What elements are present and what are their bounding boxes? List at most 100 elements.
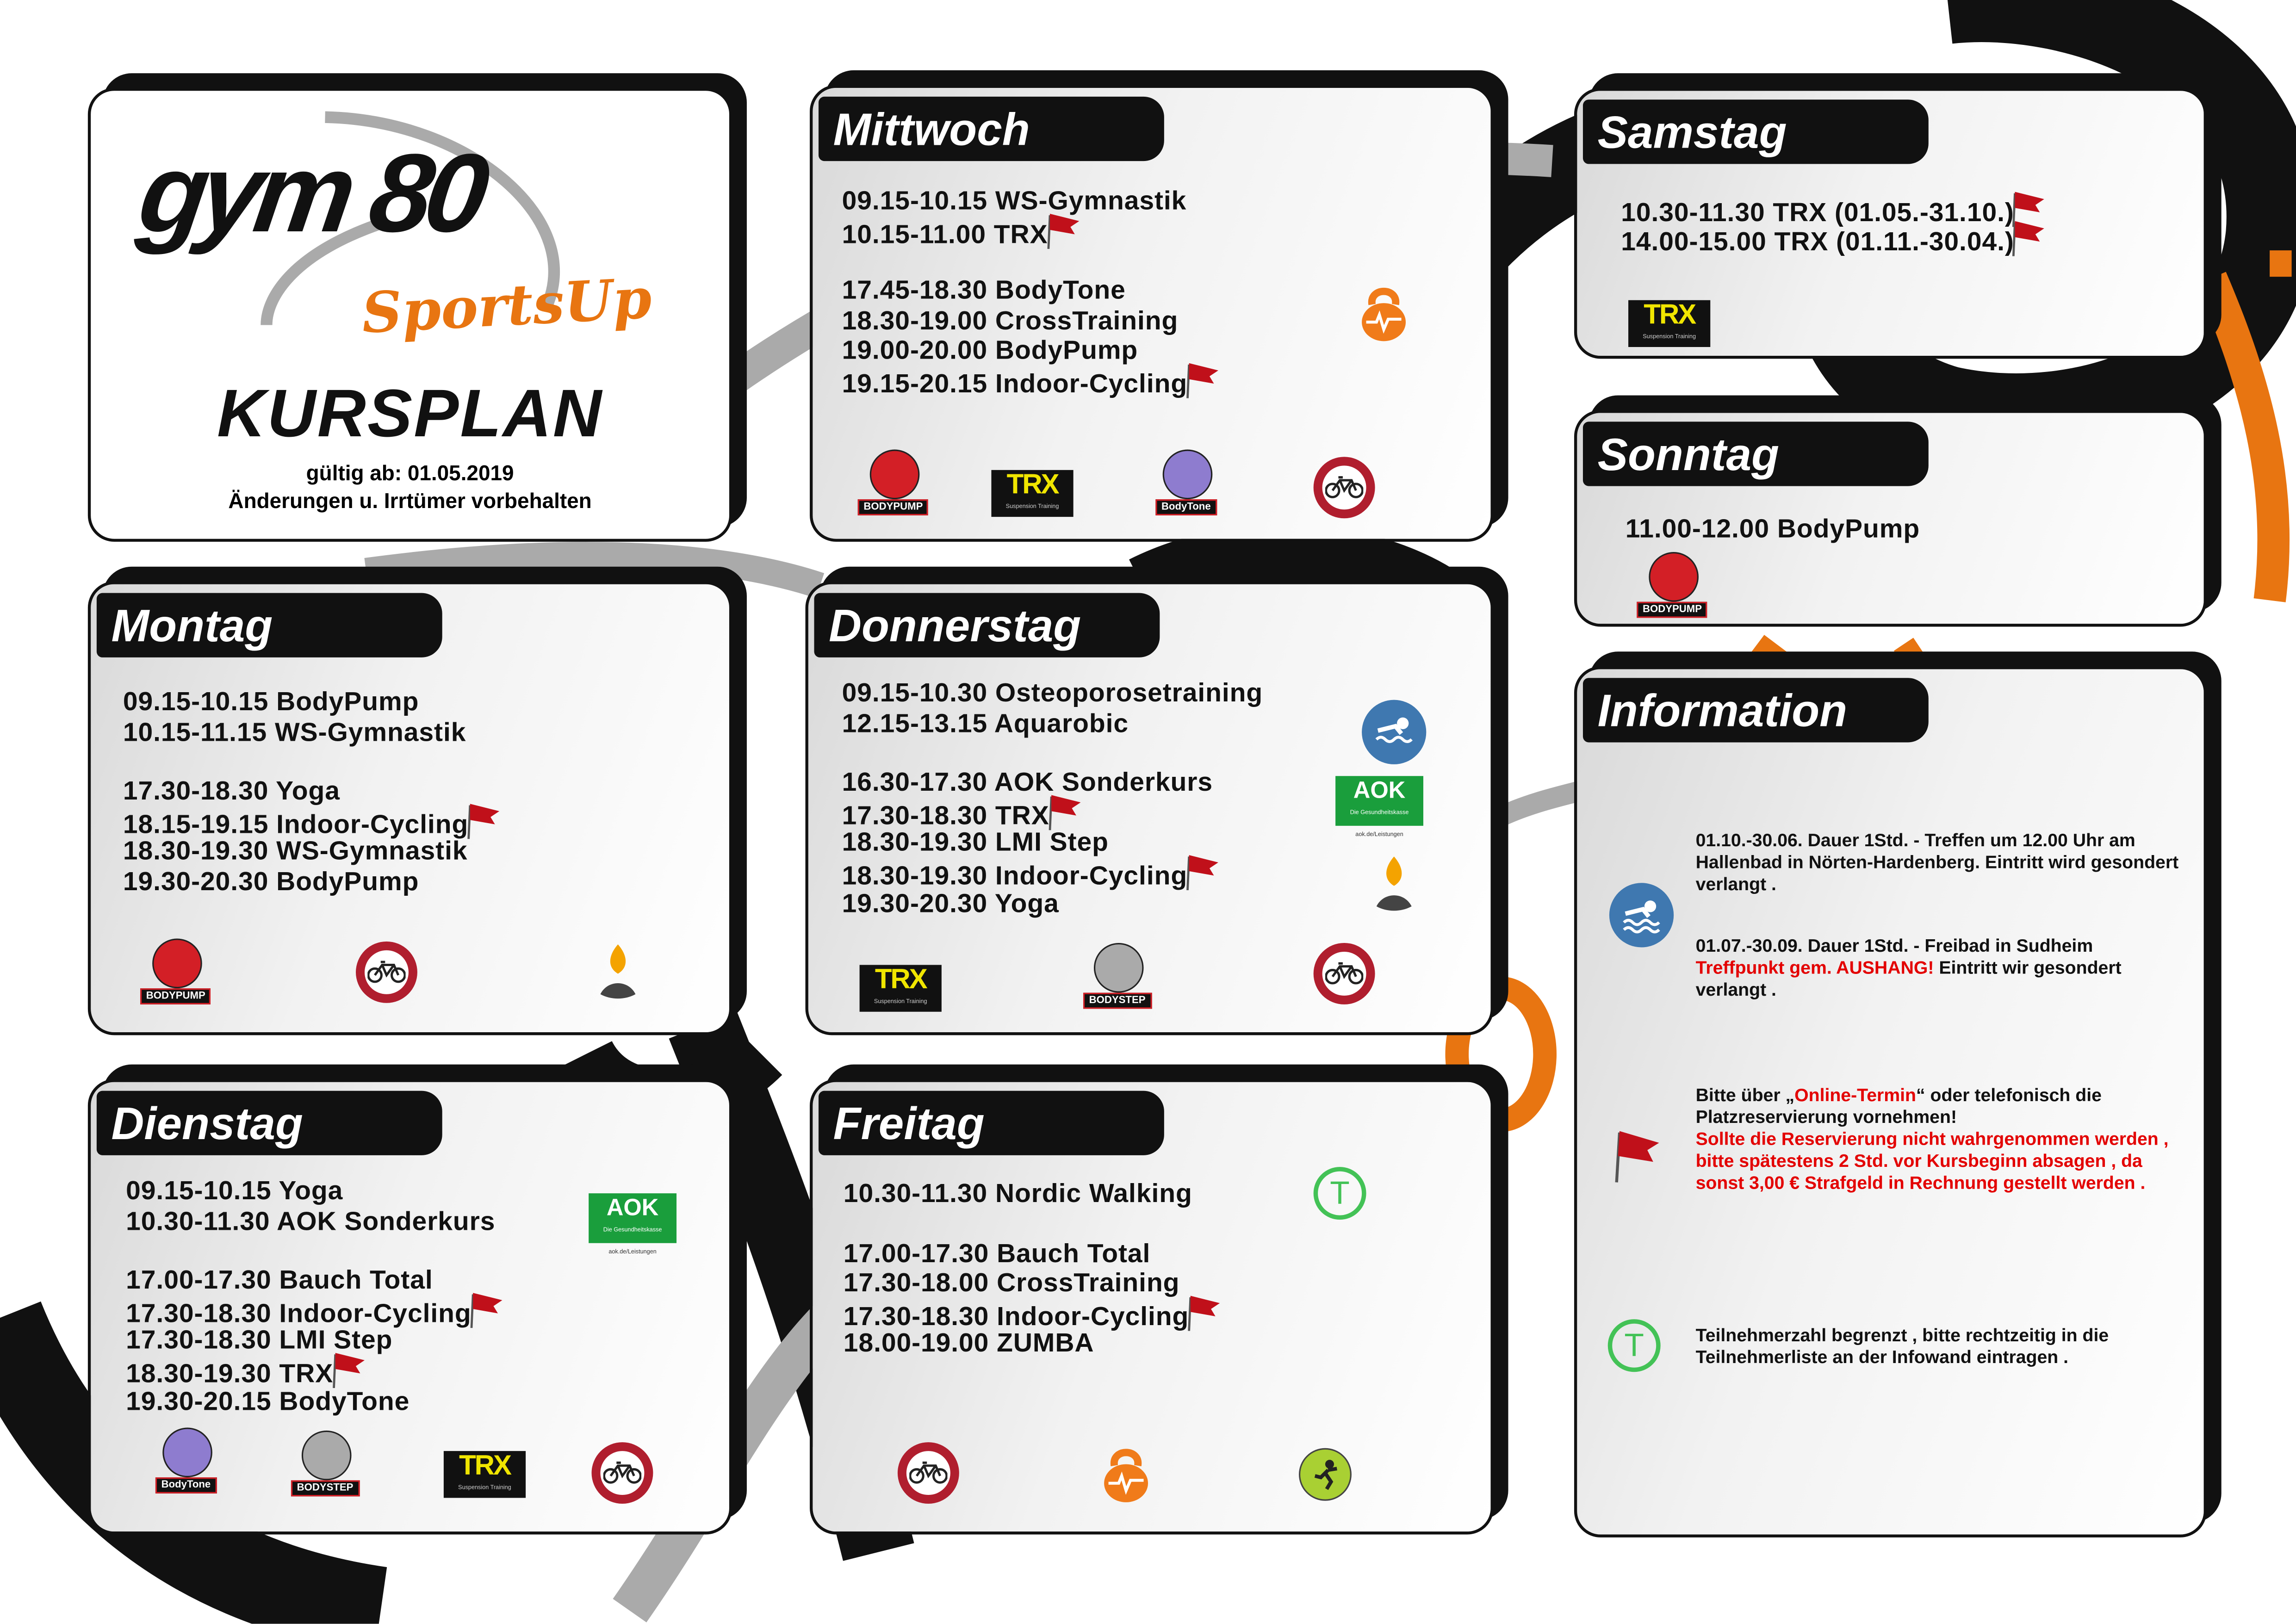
- course-entry: 18.30-19.30 TRX: [126, 1352, 503, 1388]
- trx-label: TRX: [1644, 300, 1696, 331]
- day-title: Donnerstag: [829, 600, 1081, 652]
- course-entry: 10.30-11.30 TRX (01.05.-31.10.): [1621, 192, 2046, 227]
- reservation-flag-icon: [1186, 1295, 1221, 1331]
- panel-card: Information 01.10.-30.06. Dauer 1Std. - …: [1574, 666, 2207, 1537]
- course-list: 10.30-11.30 TRX (01.05.-31.10.)14.00-15.…: [1621, 192, 2046, 256]
- panel-title: Information: [1597, 685, 1848, 737]
- panel-header: Samstag: [1582, 99, 1929, 164]
- course-entry: 17.30-18.30 Indoor-Cycling: [843, 1295, 1221, 1331]
- course-text: 18.30-19.00 CrossTraining: [842, 305, 1179, 335]
- info-swim-winter: 01.10.-30.06. Dauer 1Std. - Treffen um 1…: [1695, 830, 2179, 895]
- day-title: Montag: [111, 600, 273, 652]
- trx-sub: Suspension Training: [1643, 332, 1696, 340]
- reservation-flag-icon: [2011, 221, 2046, 256]
- swimming-icon: [1609, 883, 1674, 948]
- aok-label: AOK: [606, 1196, 659, 1221]
- trx-label: TRX: [875, 965, 928, 996]
- bodystep-logo: BODYSTEP: [283, 1430, 368, 1498]
- panel-header: Information: [1582, 678, 1929, 743]
- panel-header: Mittwoch: [819, 96, 1164, 161]
- valid-date: gültig ab: 01.05.2019: [306, 463, 514, 486]
- logo-panel: gym 80 SportsUp KURSPLAN gültig ab: 01.0…: [87, 73, 747, 542]
- trx-sub: Suspension Training: [458, 1483, 511, 1491]
- info-participants: Teilnehmerzahl begrenzt , bitte rechtzei…: [1695, 1325, 2109, 1368]
- course-text: 17.30-18.30 Indoor-Cycling: [843, 1301, 1189, 1331]
- course-entry: 11.00-12.00 BodyPump: [1626, 514, 1920, 544]
- course-entry: 14.00-15.00 TRX (01.11.-30.04.): [1621, 221, 2046, 256]
- aok-link: aok.de/Leistungen: [1355, 830, 1403, 838]
- kettlebell-icon: [1101, 1445, 1151, 1504]
- logo-swoosh: [261, 111, 560, 325]
- reservation-flag-icon: [330, 1352, 366, 1388]
- course-text: 09.15-10.15 WS-Gymnastik: [842, 186, 1187, 216]
- swimming-icon: [1362, 700, 1427, 764]
- indoor-cycling-icon: [355, 941, 417, 1003]
- course-text: 10.15-11.15 WS-Gymnastik: [123, 717, 466, 746]
- indoor-cycling-icon: [591, 1442, 653, 1504]
- kettlebell-icon: [1359, 284, 1409, 343]
- day-title: Samstag: [1597, 107, 1787, 158]
- reservation-flag-icon: [1185, 363, 1220, 398]
- course-text: 10.30-11.30 TRX (01.05.-31.10.): [1621, 198, 2014, 227]
- course-entry: 18.30-19.30 Indoor-Cycling: [842, 855, 1263, 890]
- online-termin-link[interactable]: Online-Termin: [1794, 1085, 1917, 1106]
- panel-card: gym 80 SportsUp KURSPLAN gültig ab: 01.0…: [87, 87, 732, 542]
- panel-header: Freitag: [819, 1091, 1164, 1155]
- bodytone-label: BodyTone: [1155, 499, 1217, 515]
- day-panel-samstag: Samstag 10.30-11.30 TRX (01.05.-31.10.)14…: [1574, 73, 2222, 359]
- logo-brand: gym 80: [132, 131, 489, 256]
- info-res-a: Bitte über „: [1695, 1085, 1795, 1106]
- bodystep-label: BODYSTEP: [1083, 992, 1152, 1009]
- aok-sub: Die Gesundheitskasse: [603, 1225, 662, 1233]
- course-text: 18.30-19.30 WS-Gymnastik: [123, 837, 468, 866]
- day-panel-donnerstag: Donnerstag 09.15-10.30 Osteoporosetrainin…: [805, 566, 1508, 1035]
- course-entry: 09.15-10.15 BodyPump: [123, 687, 501, 717]
- info-res-c: “ oder telefonisch die Platzreservierung…: [1695, 1085, 2102, 1128]
- aok-link: aok.de/Leistungen: [608, 1247, 657, 1255]
- course-text: 17.45-18.30 BodyTone: [842, 275, 1126, 305]
- reservation-flag-icon: [2011, 192, 2046, 227]
- limited-participants-icon: T: [1313, 1167, 1366, 1220]
- course-text: 14.00-15.00 TRX (01.11.-30.04.): [1621, 227, 2014, 256]
- course-entry: 19.30-20.30 BodyPump: [123, 867, 501, 897]
- course-entry: 10.15-11.15 WS-Gymnastik: [123, 717, 501, 747]
- course-text: 17.30-18.30 Yoga: [123, 776, 340, 806]
- trx-sub: Suspension Training: [1005, 502, 1059, 510]
- bodytone-label: BodyTone: [155, 1477, 217, 1494]
- indoor-cycling-icon: [1313, 943, 1375, 1004]
- bodypump-logo: BODYPUMP: [1630, 552, 1715, 620]
- course-text: 18.00-19.00 ZUMBA: [843, 1328, 1094, 1358]
- course-entry: 12.15-13.15 Aquarobic: [842, 708, 1263, 738]
- course-entry: 17.00-17.30 Bauch Total: [844, 1238, 1221, 1268]
- course-text: 18.30-19.30 Indoor-Cycling: [842, 861, 1188, 890]
- course-entry: 16.30-17.30 AOK Sonderkurs: [842, 768, 1263, 798]
- day-title: Dienstag: [111, 1098, 303, 1150]
- spacer: [126, 1236, 503, 1265]
- reservation-flag-icon: [1045, 213, 1080, 248]
- course-text: 19.30-20.30 BodyPump: [123, 867, 419, 896]
- course-text: 12.15-13.15 Aquarobic: [842, 708, 1129, 738]
- course-entry: 17.30-18.30 LMI Step: [126, 1326, 503, 1356]
- course-entry: 17.30-18.30 TRX: [842, 794, 1263, 830]
- panel-header: Dienstag: [96, 1091, 442, 1155]
- reservation-flag-icon: [1046, 794, 1081, 830]
- spacer: [842, 246, 1220, 275]
- trx-label: TRX: [1006, 470, 1060, 501]
- course-text: 19.30-20.30 Yoga: [842, 888, 1059, 917]
- course-entry: 18.30-19.30 LMI Step: [842, 828, 1263, 858]
- trx-label: TRX: [459, 1451, 512, 1482]
- trx-sub: Suspension Training: [874, 997, 927, 1004]
